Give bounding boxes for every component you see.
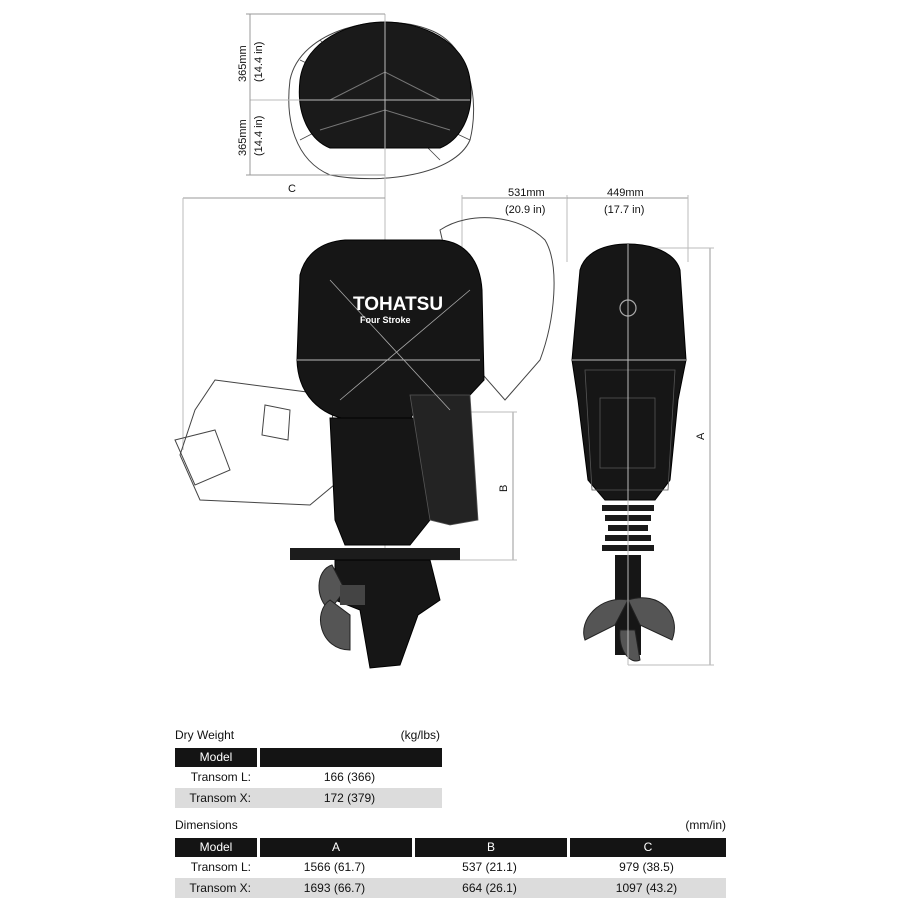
dimensions-unit: (mm/in) — [685, 818, 726, 832]
side-dim-tilt: 531mm — [508, 187, 545, 199]
dimensions-c-value: 979 (38.5) — [619, 860, 674, 874]
table-row: Transom X: 1693 (66.7) 664 (26.1) 1097 (… — [175, 878, 726, 898]
table-row: Transom L: 166 (366) — [175, 767, 442, 787]
dimensions-header: Model A B C — [175, 838, 726, 857]
top-dim-lower: 365mm — [237, 119, 249, 156]
rear-label-a: A — [695, 432, 707, 440]
dry-weight-model: Transom X: — [189, 791, 251, 805]
table-row: Transom L: 1566 (61.7) 537 (21.1) 979 (3… — [175, 857, 726, 877]
dry-weight-value: 166 (366) — [323, 770, 376, 784]
dimensions-header-b: B — [415, 838, 567, 857]
side-dim-tilt-in: (20.9 in) — [505, 204, 545, 216]
dimensions-model: Transom X: — [189, 881, 251, 895]
rear-dim-width-in: (17.7 in) — [604, 204, 644, 216]
top-dim-upper: 365mm — [237, 45, 249, 82]
dimensions-model: Transom L: — [190, 860, 251, 874]
dry-weight-header: Model — [175, 748, 442, 767]
dimensions-b-value: 537 (21.1) — [462, 860, 517, 874]
dimensions-header-c: C — [570, 838, 726, 857]
dimensions-a-value: 1566 (61.7) — [303, 860, 366, 874]
dimensions-b-value: 664 (26.1) — [462, 881, 517, 895]
dimensions-header-a: A — [260, 838, 412, 857]
dimensions-header-model: Model — [175, 838, 257, 857]
side-view — [174, 195, 568, 669]
dimensions-c-value: 1097 (43.2) — [615, 881, 678, 895]
rear-view — [567, 195, 714, 666]
dry-weight-value: 172 (379) — [323, 791, 376, 805]
dry-weight-model: Transom L: — [190, 770, 251, 784]
dry-weight-title: Dry Weight — [175, 728, 235, 742]
side-label-b: B — [498, 485, 510, 492]
side-label-c: C — [288, 183, 296, 195]
dry-weight-header-model: Model — [175, 748, 257, 767]
dimensions-a-value: 1693 (66.7) — [303, 881, 366, 895]
table-row: Transom X: 172 (379) — [175, 788, 442, 808]
dry-weight-unit: (kg/lbs) — [400, 728, 440, 742]
dimensions-title: Dimensions — [175, 818, 238, 832]
dry-weight-header-value — [260, 748, 442, 767]
top-dim-lower-in: (14.4 in) — [253, 116, 265, 156]
rear-dim-width: 449mm — [607, 187, 644, 199]
brand-sub-text: Four Stroke — [360, 315, 411, 325]
top-dim-upper-in: (14.4 in) — [253, 42, 265, 82]
brand-logo-text: TOHATSU — [353, 294, 443, 315]
outboard-dimension-diagram: 365mm (14.4 in) 365mm (14.4 in) — [174, 13, 714, 669]
